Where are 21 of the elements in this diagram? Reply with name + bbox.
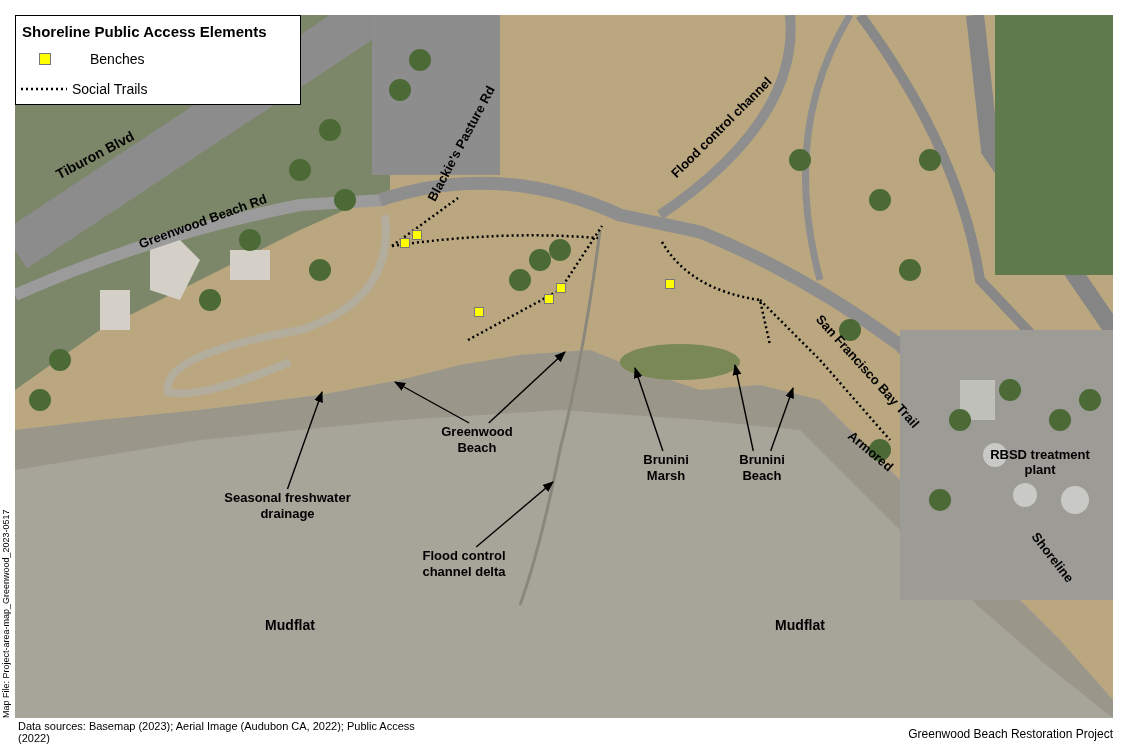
legend-text: Benches [90,51,145,67]
leader-arrow [488,351,566,424]
map-file-note: Map File: Project-area-map_Greenwood_2023-0517 [1,509,11,718]
leader-arrow [286,390,323,490]
leader-arrow [633,366,664,452]
map-callout-label: Brunini Beach [738,452,786,484]
map-label: Mudflat [775,616,825,634]
map-label: RBSD treatment plant [989,448,1091,478]
leader-arrow [732,363,754,452]
map-callout-label: Brunini Marsh [642,452,690,484]
leader-arrow [770,386,794,452]
map-callout-label: Seasonal freshwater drainage [223,490,352,522]
data-sources-note: Data sources: Basemap (2023); Aerial Image (Audubon CA, 2022); Public Access (2022) [18,720,416,744]
project-title: Greenwood Beach Restoration Project [908,728,1113,740]
map-label: Mudflat [265,616,315,634]
leader-arrow [394,381,470,424]
map-callout-label: Greenwood Beach [440,424,514,456]
legend-title: Shoreline Public Access Elements [22,23,267,40]
map-callout-label: Flood control channel delta [421,548,507,580]
legend-text: Social Trails [72,81,148,97]
leader-arrow [475,481,554,548]
